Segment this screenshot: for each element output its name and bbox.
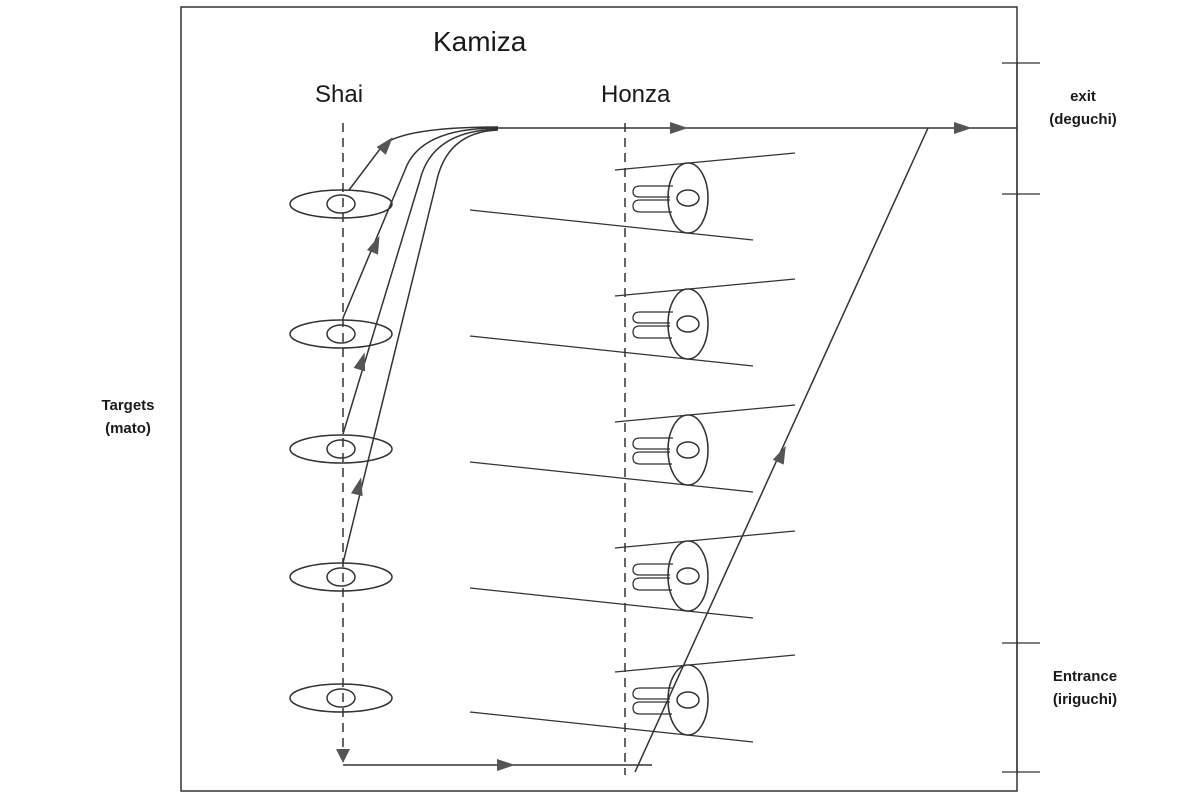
retrieval-path-4-arrowhead [351, 475, 367, 497]
entrance-label-jp: (iriguchi) [1052, 690, 1118, 708]
retrieval-path-2-arrowhead [366, 233, 386, 255]
retrieval-path-1-arrowhead [376, 133, 398, 155]
target-1 [289, 189, 393, 219]
archer-5 [469, 654, 796, 743]
shai-label: Shai [315, 81, 364, 108]
targets-label: Targets (mato) [88, 395, 168, 440]
entrance-label-en: Entrance [1052, 668, 1118, 685]
retrieval-path-2 [342, 127, 499, 319]
retrieval-path-4 [342, 129, 499, 564]
archer-4 [469, 530, 796, 619]
target-3 [289, 434, 393, 464]
hall-boundary [180, 6, 1018, 792]
exit-walkway-arrowhead-2 [954, 122, 972, 134]
retrieval-path-1 [348, 126, 499, 191]
retrieval-path-3 [342, 128, 499, 435]
archer-1 [469, 152, 796, 241]
exit-walkway-arrowhead-1 [670, 122, 688, 134]
archer-2 [469, 278, 796, 367]
kamiza-label: Kamiza [433, 26, 527, 57]
entrance-path [634, 127, 929, 773]
archer-3 [469, 404, 796, 493]
target-2 [289, 319, 393, 349]
targets-label-en: Targets [101, 397, 155, 414]
honza-label: Honza [601, 81, 671, 108]
shai-down-arrowhead [336, 749, 350, 763]
target-5 [289, 683, 393, 713]
bottom-walkway-arrowhead [497, 759, 515, 771]
targets-label-jp: (mato) [105, 419, 151, 437]
exit-label-jp: (deguchi) [1049, 110, 1117, 128]
target-4 [289, 562, 393, 592]
exit-label: exit (deguchi) [1038, 86, 1128, 131]
entrance-label: Entrance (iriguchi) [1036, 666, 1134, 711]
exit-label-en: exit [1070, 88, 1096, 105]
